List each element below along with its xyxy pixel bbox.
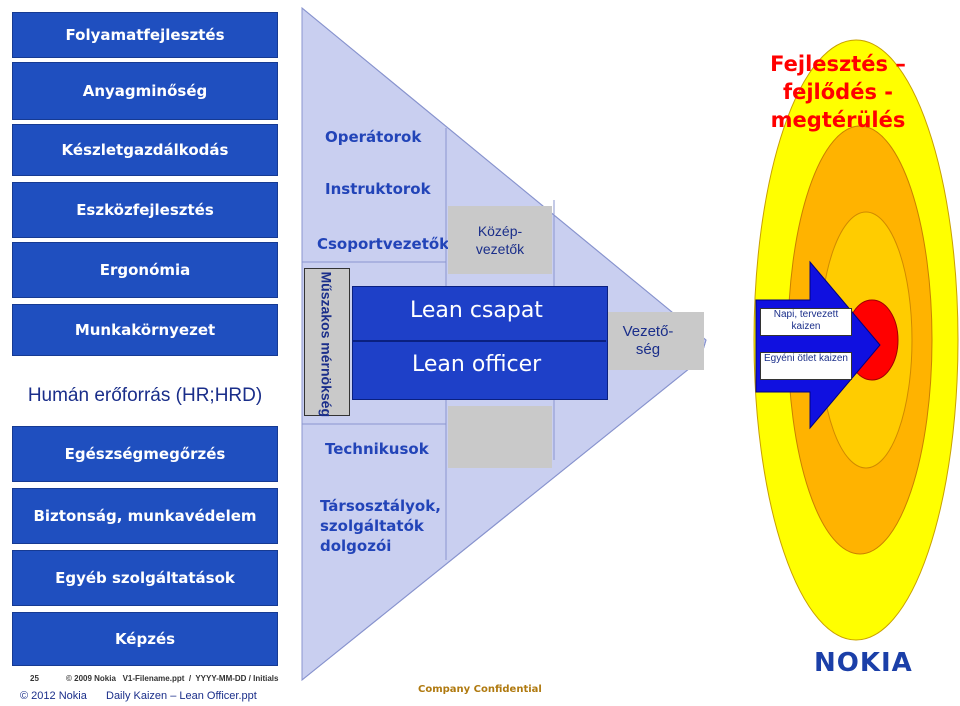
footer-copyright: © 2012 Nokia (20, 690, 87, 702)
role-instruktorok: Instruktorok (325, 180, 431, 198)
middle-managers-label: Közép- vezetők (475, 223, 525, 257)
left-box-eszkozfejlesztes: Eszközfejlesztés (12, 182, 278, 238)
left-box-kepzes: Képzés (12, 612, 278, 666)
left-box-ergonomia: Ergonómia (12, 242, 278, 298)
left-box-biztonsag: Biztonság, munkavédelem (12, 488, 278, 544)
label-planned-kaizen: Napi, tervezett kaizen (760, 308, 852, 336)
label-individual-kaizen: Egyéni ötlet kaizen (760, 352, 852, 380)
role-operatorok: Operátorok (325, 128, 422, 146)
engineering-box (304, 268, 350, 416)
left-box-egeszsegmegorzes: Egészségmegőrzés (12, 426, 278, 482)
lower-grey-box (448, 406, 552, 468)
role-tarsosztalyok: Társosztályok, szolgáltatók dolgozói (320, 497, 441, 555)
hr-label: Humán erőforrás (HR;HRD) (0, 372, 290, 420)
lean-team-label: Lean csapat (410, 298, 543, 323)
left-box-keszletgazdalkodas: Készletgazdálkodás (12, 124, 278, 176)
left-box-folyamatfejlesztes: Folyamatfejlesztés (12, 12, 278, 58)
left-box-anyagminoseg: Anyagminőség (12, 62, 278, 120)
lean-box (352, 286, 608, 400)
leadership-box (608, 312, 704, 370)
left-box-egyeb-szolgaltatasok: Egyéb szolgáltatások (12, 550, 278, 606)
leadership-label: Vezető- ség (622, 323, 674, 358)
lean-officer-label: Lean officer (412, 352, 542, 377)
target-title: Fejlesztés – fejlődés - megtérülés (770, 52, 906, 132)
left-box-munkakornyezet: Munkakörnyezet (12, 304, 278, 356)
middle-managers-box (448, 206, 552, 274)
kaizen-arrow (755, 260, 881, 430)
company-confidential: Company Confidential (418, 684, 542, 695)
page-number: 25 (30, 674, 39, 683)
footer-meta: © 2009 Nokia V1-Filename.ppt / YYYY-MM-D… (66, 674, 279, 683)
role-csoportvezetok: Csoportvezetők (317, 235, 450, 253)
footer-filename: Daily Kaizen – Lean Officer.ppt (106, 690, 257, 702)
nokia-logo: NOKIA (814, 648, 913, 678)
role-technikusok: Technikusok (325, 440, 429, 458)
engineering-label: Műszakos mérnökség (318, 271, 335, 417)
